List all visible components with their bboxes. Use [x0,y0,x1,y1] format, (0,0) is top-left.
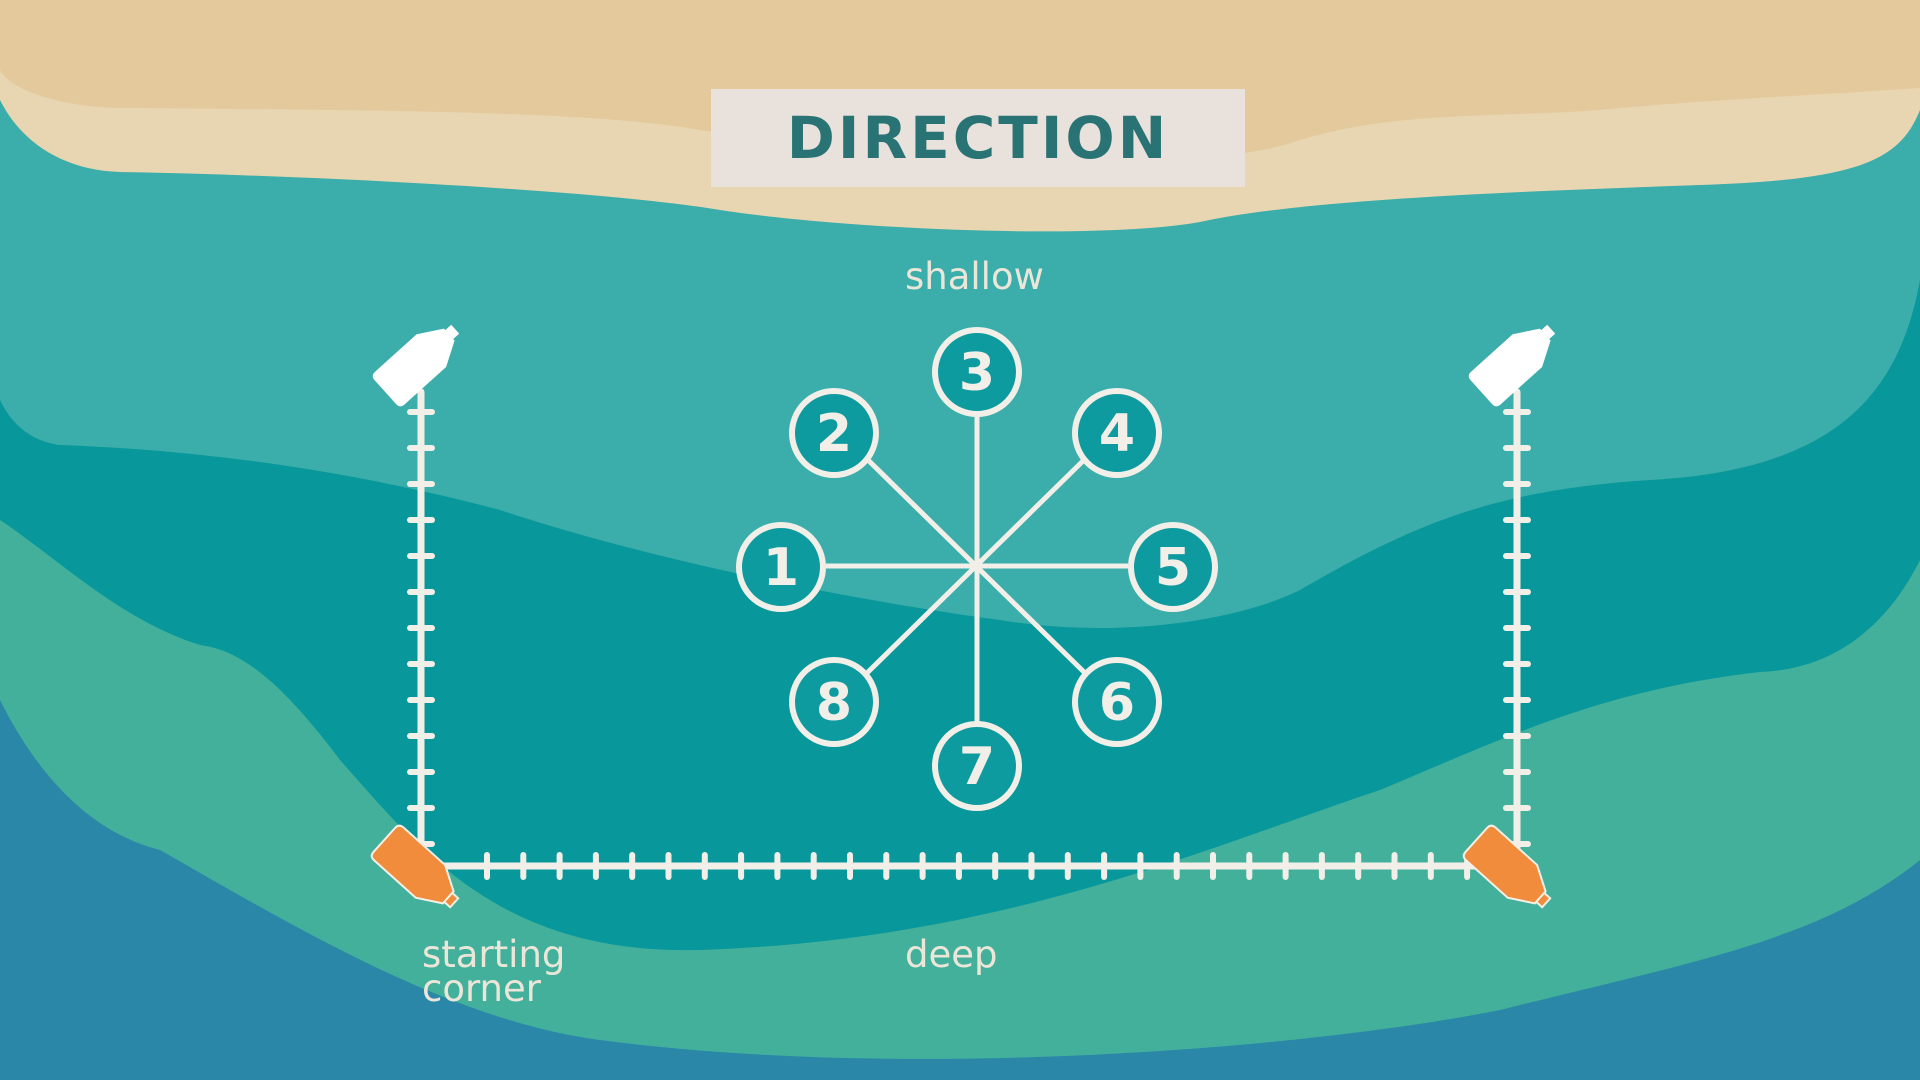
circle-1 [736,522,826,612]
direction-number-8: 8 [816,673,852,733]
starting-corner-line1: starting [422,933,566,976]
orange-buoy-icon [1462,824,1552,909]
spoke-4-8 [864,456,1088,676]
direction-number-5: 5 [1155,538,1191,598]
circle-6 [1072,657,1162,747]
direction-number-1: 1 [763,538,799,598]
direction-number-2: 2 [816,404,852,464]
white-buoy-icon [1468,324,1556,407]
direction-number-3: 3 [959,343,995,403]
circle-3 [932,327,1022,417]
white-buoy-icon [372,324,460,407]
starting-corner-line2: corner [422,967,541,1010]
direction-numbers: 1 2 3 4 5 6 7 8 [763,343,1191,797]
direction-circles [736,327,1218,811]
shallow-label: shallow [905,255,1044,298]
circle-7 [932,721,1022,811]
direction-star [826,415,1128,724]
sand [0,0,1920,162]
direction-number-4: 4 [1099,404,1135,464]
direction-number-6: 6 [1099,673,1135,733]
direction-number-7: 7 [959,737,995,797]
title-banner: DIRECTION [711,89,1245,187]
circle-4 [1072,388,1162,478]
circle-5 [1128,522,1218,612]
circle-8 [789,657,879,747]
orange-buoy-icon [370,824,460,909]
starting-corner-label: starting corner [422,933,566,1010]
page-title: DIRECTION [786,104,1170,172]
circle-2 [789,388,879,478]
deep-label: deep [905,933,998,976]
